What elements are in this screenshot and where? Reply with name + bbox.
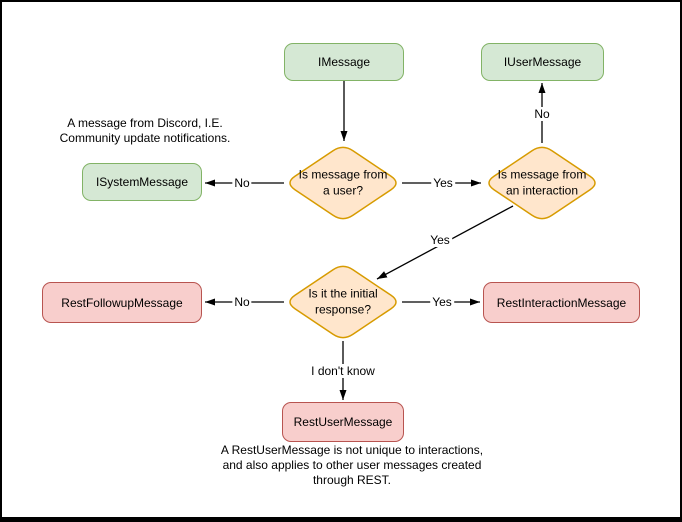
decision-from-interaction-label: Is message from an interaction	[497, 167, 587, 197]
node-restusermessage: RestUserMessage	[282, 402, 404, 442]
edge-label-user-no: No	[232, 176, 252, 190]
edge-label-user-yes: Yes	[431, 176, 455, 190]
decision-initial-response-label: Is it the initial response?	[308, 286, 378, 316]
node-iusermessage-label: IUserMessage	[503, 55, 582, 69]
node-restfollowupmessage: RestFollowupMessage	[42, 282, 202, 323]
node-restusermessage-label: RestUserMessage	[293, 415, 393, 429]
edge-label-initial-no: No	[232, 295, 252, 309]
decision-from-user-label: Is message from a user?	[298, 167, 388, 197]
node-iusermessage: IUserMessage	[481, 43, 604, 81]
note-rest-user-message: A RestUserMessage is not unique to inter…	[220, 443, 484, 487]
node-restinteractionmessage: RestInteractionMessage	[483, 282, 640, 323]
edge-label-interaction-yes: Yes	[428, 233, 452, 247]
note-system-message: A message from Discord, I.E. Community u…	[59, 116, 231, 145]
node-restinteractionmessage-label: RestInteractionMessage	[496, 295, 627, 310]
edge-label-interaction-no: No	[532, 107, 552, 121]
node-restfollowupmessage-label: RestFollowupMessage	[61, 295, 183, 310]
node-imessage-label: IMessage	[317, 55, 371, 69]
node-isystemmessage-label: ISystemMessage	[95, 175, 189, 189]
node-imessage: IMessage	[284, 43, 404, 81]
node-isystemmessage: ISystemMessage	[82, 163, 202, 201]
edge-label-initial-unknown: I don't know	[309, 364, 377, 378]
edge-label-initial-yes: Yes	[430, 295, 454, 309]
